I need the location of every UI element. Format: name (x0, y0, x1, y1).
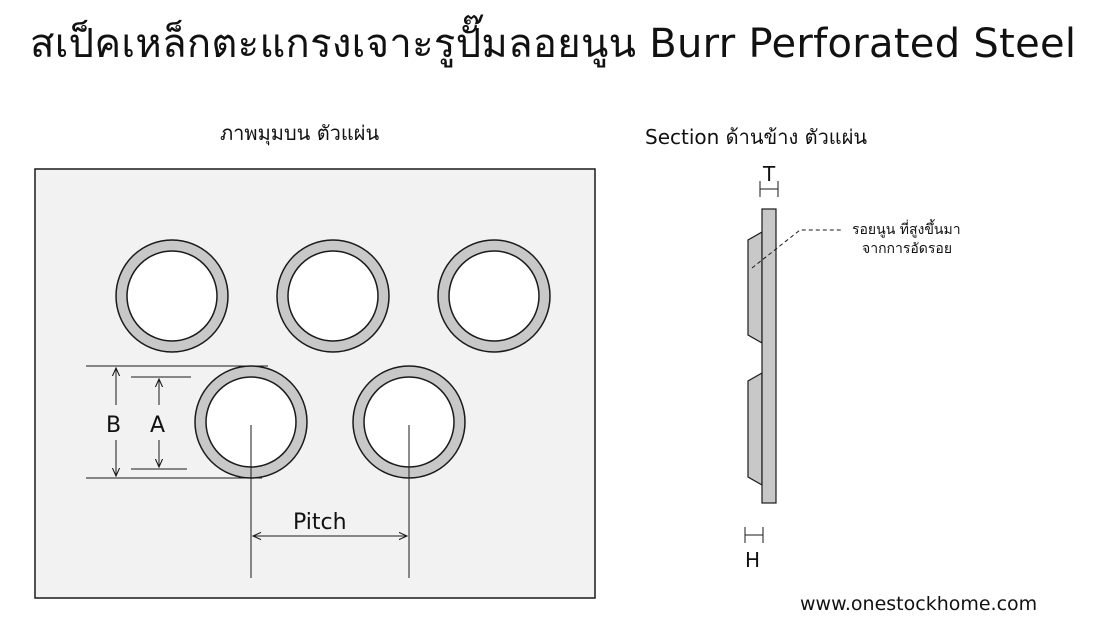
top-view: B A Pitch (34, 168, 596, 599)
plate-section (761, 208, 777, 504)
hole-ring (352, 365, 466, 479)
burr-lower (747, 371, 763, 487)
title-english: Burr Perforated Steel (649, 21, 1077, 67)
section-view: T H รอยนูน ที่สูงขึ้นมา จากการอัดรอย (744, 162, 961, 572)
page-title: สเป็คเหล็กตะแกรงเจาะรูปั๊มลอยนูน Burr Pe… (30, 18, 1076, 70)
burr-upper (747, 230, 763, 345)
dimension-pitch (250, 425, 410, 578)
section-view-caption: Section ด้านข้าง ตัวแผ่น (645, 125, 868, 149)
label-t: T (762, 162, 776, 186)
label-pitch: Pitch (293, 510, 347, 535)
title-thai: สเป็คเหล็กตะแกรงเจาะรูปั๊มลอยนูน (30, 21, 637, 67)
dimension-a (131, 376, 191, 470)
hole-ring (194, 365, 308, 479)
dimension-t (759, 181, 779, 197)
hole-ring (115, 239, 229, 353)
annotation-line-2: จากการอัดรอย (862, 241, 952, 257)
label-b: B (106, 413, 121, 438)
top-view-caption: ภาพมุมบน ตัวแผ่น (220, 121, 380, 145)
hole-ring (276, 239, 390, 353)
hole-ring (437, 239, 551, 353)
label-h: H (745, 548, 760, 572)
label-a: A (150, 413, 165, 438)
dimension-h (744, 527, 764, 543)
website-url: www.onestockhome.com (800, 593, 1038, 615)
dimension-b (86, 365, 268, 479)
annotation-line-1: รอยนูน ที่สูงขึ้นมา (852, 219, 961, 238)
